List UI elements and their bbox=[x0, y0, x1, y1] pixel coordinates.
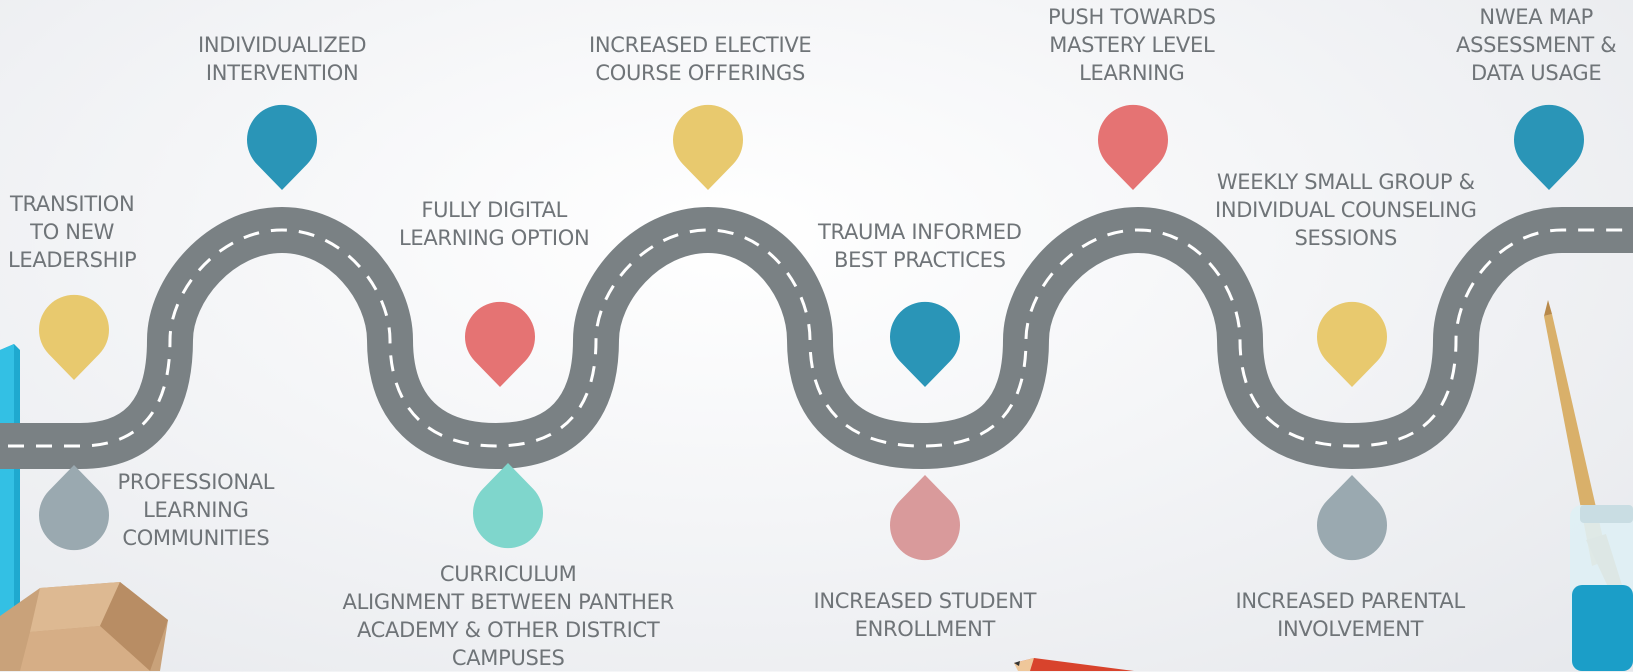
map-pin-down-icon bbox=[889, 301, 960, 387]
wooden-gem bbox=[0, 582, 168, 671]
map-pin-down-icon bbox=[673, 104, 743, 190]
map-pin-down-icon bbox=[247, 104, 318, 190]
milestone-label: WEEKLY SMALL GROUP & INDIVIDUAL COUNSELI… bbox=[1215, 170, 1477, 250]
milestone-label: CURRICULUM ALIGNMENT BETWEEN PANTHER ACA… bbox=[342, 562, 675, 670]
map-pin-up-icon bbox=[473, 463, 543, 549]
milestone-label: PROFESSIONAL LEARNING COMMUNITIES bbox=[117, 470, 275, 550]
map-pin-down-icon bbox=[1317, 301, 1388, 387]
paint-jar bbox=[1570, 505, 1633, 671]
road-surface bbox=[0, 206, 1633, 470]
road-lane-marking bbox=[0, 228, 1633, 448]
pencil bbox=[1014, 658, 1134, 671]
map-pin-up-icon bbox=[38, 465, 109, 551]
winding-road bbox=[0, 206, 1633, 470]
milestone-label: FULLY DIGITAL LEARNING OPTION bbox=[399, 198, 590, 250]
milestone-label: INCREASED ELECTIVE COURSE OFFERINGS bbox=[589, 33, 812, 85]
map-pin-down-icon bbox=[1098, 104, 1168, 190]
milestone-label: PUSH TOWARDS MASTERY LEVEL LEARNING bbox=[1048, 5, 1216, 85]
milestone-pins bbox=[38, 104, 1584, 561]
decorations bbox=[0, 300, 1633, 671]
milestone-label: INDIVIDUALIZED INTERVENTION bbox=[198, 33, 367, 85]
map-pin-down-icon bbox=[1513, 104, 1584, 190]
map-pin-up-icon bbox=[889, 475, 960, 561]
map-pin-down-icon bbox=[465, 301, 535, 387]
map-pin-up-icon bbox=[1317, 475, 1388, 561]
map-pin-down-icon bbox=[38, 294, 109, 380]
milestone-label: TRAUMA INFORMED BEST PRACTICES bbox=[818, 220, 1022, 272]
milestone-label: NWEA MAP ASSESSMENT & DATA USAGE bbox=[1456, 5, 1617, 85]
milestone-label: INCREASED STUDENT ENROLLMENT bbox=[813, 589, 1037, 641]
milestone-label: TRANSITION TO NEW LEADERSHIP bbox=[8, 192, 137, 272]
milestone-label: INCREASED PARENTAL INVOLVEMENT bbox=[1235, 589, 1466, 641]
